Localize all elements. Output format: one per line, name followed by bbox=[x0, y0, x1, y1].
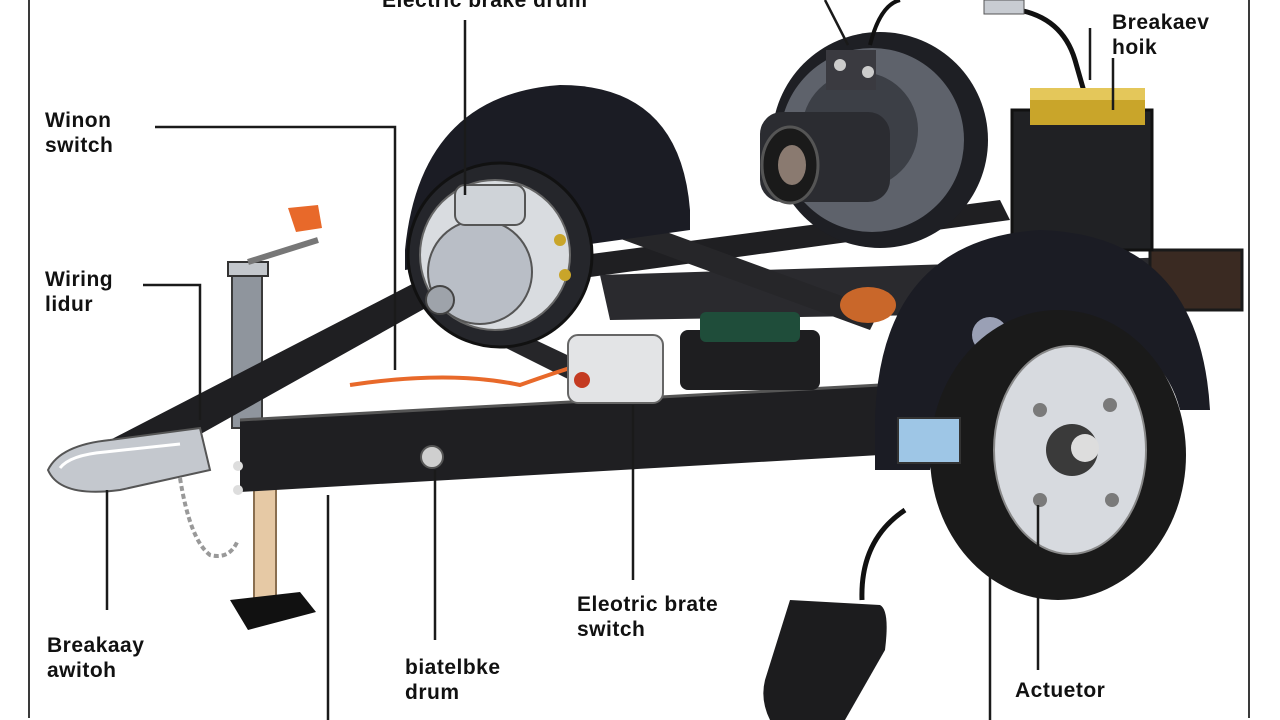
leader-winch-switch bbox=[155, 125, 397, 370]
brake-wire bbox=[868, 0, 901, 46]
label-breakaway-hook: Breakaev hoik bbox=[1112, 11, 1210, 59]
wheel-right bbox=[875, 230, 1210, 600]
coupler bbox=[46, 426, 212, 493]
diagram-frame bbox=[28, 0, 1250, 718]
breakaway-cable bbox=[999, 5, 1088, 96]
tongue-jack bbox=[227, 205, 322, 630]
leader-wiring bbox=[143, 283, 202, 420]
label-electric-brake-drum: Electric brake drum bbox=[382, 0, 588, 12]
cable-plug bbox=[983, 0, 1025, 15]
label-wiring-harness: Wiring lidur bbox=[45, 268, 114, 316]
breakaway-battery bbox=[1010, 88, 1154, 252]
brake-assembly-right bbox=[760, 32, 988, 248]
label-winch-switch: Winon switch bbox=[45, 109, 114, 157]
label-actuator: Actuetor bbox=[1015, 679, 1106, 702]
label-brake-drum: biatelbke drum bbox=[405, 656, 501, 704]
label-breakaway-switch: Breakaay awitoh bbox=[47, 634, 145, 682]
jack-handle-grip bbox=[288, 205, 322, 232]
actuator-box bbox=[763, 507, 907, 720]
leader-top-right bbox=[823, 0, 850, 46]
controller-components bbox=[567, 287, 896, 404]
safety-chain bbox=[178, 477, 240, 558]
brake-assembly-left bbox=[406, 161, 594, 349]
label-electric-brake-switch: Eleotric brate switch bbox=[577, 593, 719, 641]
leader-lines bbox=[105, 0, 1115, 720]
